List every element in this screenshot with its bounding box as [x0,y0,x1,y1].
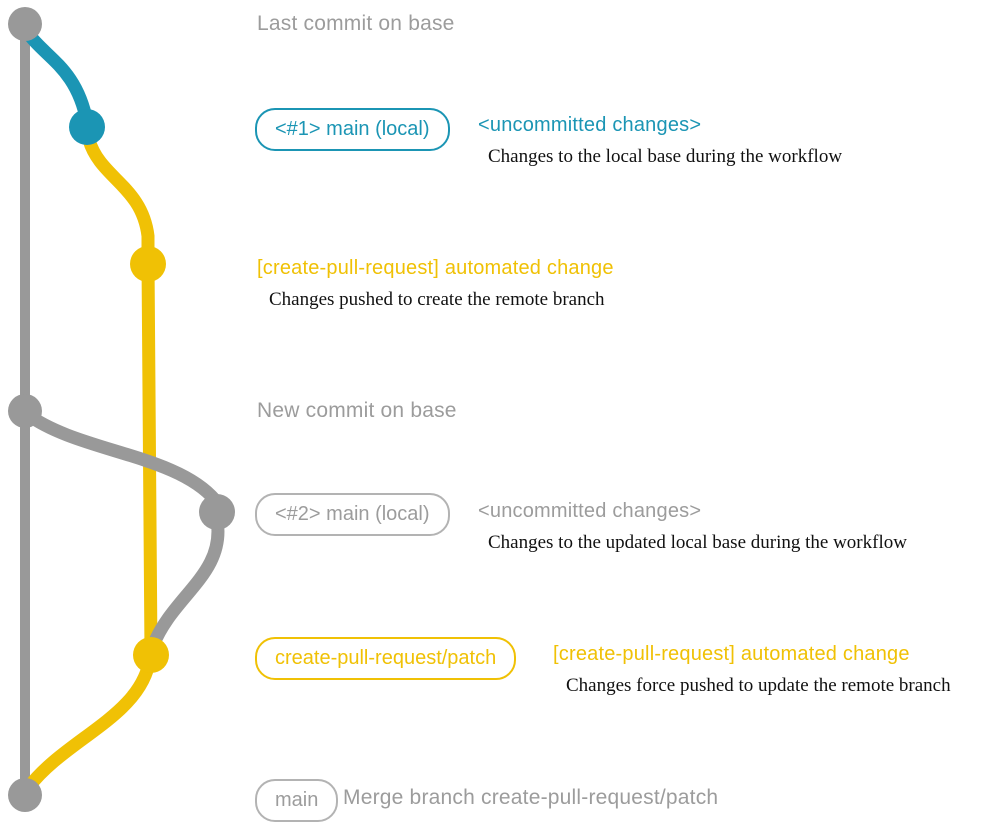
commit-dot-merge [8,778,42,812]
commit-desc-automated-1: Changes pushed to create the remote bran… [269,289,605,310]
new-commit-label: New commit on base [257,399,457,422]
rebase-edge [146,513,225,653]
commit-graph [8,7,235,812]
commit-title-uncommitted-2: <uncommitted changes> [478,500,702,522]
patch-merge-edge [21,651,157,795]
branch-badge-main: main [255,779,339,822]
commit-dot-uncommitted-2 [199,494,235,530]
commit-title-automated-1: [create-pull-request] automated change [257,257,614,279]
commit-desc-automated-2: Changes force pushed to update the remot… [566,675,951,696]
commit-dot-new-base [8,394,42,428]
branch-badge-patch: create-pull-request/patch [255,637,517,680]
commit-dot-last-base [8,7,42,41]
commit-title-automated-2: [create-pull-request] automated change [553,643,910,665]
commit-desc-uncommitted-2: Changes to the updated local base during… [488,532,907,553]
merge-commit-label: Merge branch create-pull-request/patch [343,786,719,809]
commit-title-uncommitted-1: <uncommitted changes> [478,114,702,136]
commit-dot-automated-1 [130,246,166,282]
branch-badge-main-local-1: <#1> main (local) [255,108,450,151]
commit-desc-uncommitted-1: Changes to the local base during the wor… [488,146,843,167]
local-main-1-edge [19,23,94,129]
patch-branch-edge-top [82,133,155,269]
commit-dot-uncommitted-1 [69,109,105,145]
commit-dot-automated-2 [133,637,169,673]
branch-badge-main-local-2: <#2> main (local) [255,493,450,536]
last-commit-label: Last commit on base [257,12,455,35]
local-main-2-edge [20,407,222,507]
